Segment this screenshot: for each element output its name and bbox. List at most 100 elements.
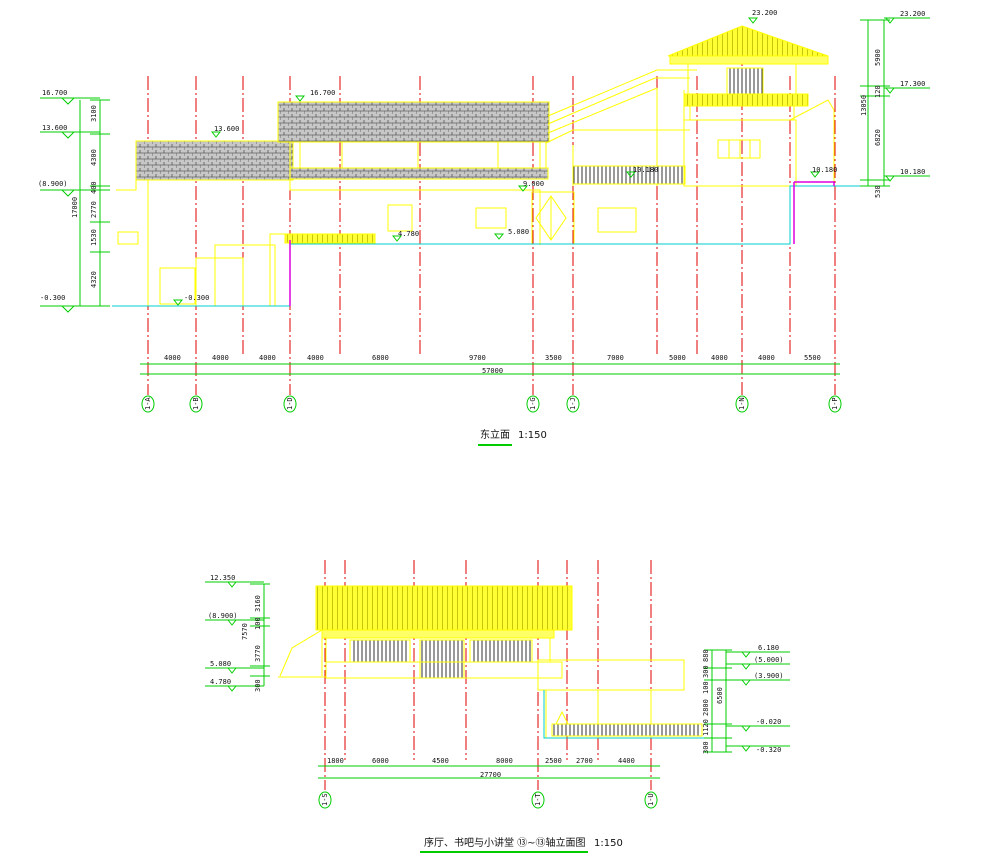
dim-3100: 3100 <box>90 105 98 122</box>
axis-bubbles-2 <box>318 791 658 809</box>
bay-dim-12: 5500 <box>804 354 821 362</box>
relev-17300: 17.300 <box>900 80 925 88</box>
bay-dim-total: 57000 <box>482 367 503 375</box>
left-elevation-markers <box>40 97 100 313</box>
bay-dim-11: 4000 <box>758 354 775 362</box>
bay2-dim-3: 4500 <box>432 757 449 765</box>
bay2-dim-4: 8000 <box>496 757 513 765</box>
rdim2-1120: 1120 <box>702 719 710 736</box>
dim-17000: 17000 <box>71 197 79 218</box>
lvl-16700: 16.700 <box>310 89 335 97</box>
ground-lines-2 <box>543 690 710 739</box>
elev2-8900: (8.900) <box>208 612 238 620</box>
rdim2-880: 880 <box>702 649 710 662</box>
bay2-dim-6: 2700 <box>576 757 593 765</box>
bay2-dim-1: 1800 <box>327 757 344 765</box>
rdim-13050: 13050 <box>860 95 868 116</box>
bay2-dim-5: 2500 <box>545 757 562 765</box>
drawing2-title: 序厅、书吧与小讲堂 ⑬~⑬轴立面图 <box>424 836 586 849</box>
lvl-4780: 4.780 <box>398 230 419 238</box>
elev2-4780: 4.780 <box>210 678 231 686</box>
elev2-5080: 5.080 <box>210 660 231 668</box>
axis-1G: 1-G <box>529 397 537 410</box>
stone-wall-left <box>135 101 550 181</box>
dim2-300: 300 <box>254 679 262 692</box>
rdim2-300b: 300 <box>702 741 710 754</box>
bay-dimension-texts-2: 1800 6000 4500 8000 2500 2700 4400 27700 <box>327 757 635 779</box>
axis-1T: 1-T <box>534 793 542 806</box>
bay-dim-4: 4000 <box>307 354 324 362</box>
bay-dim-6: 9700 <box>469 354 486 362</box>
inline-level-texts: 16.700 13.600 -0.300 4.780 5.080 9.000 1… <box>184 9 837 302</box>
dim-2770: 2770 <box>90 201 98 218</box>
pavilion-tower <box>667 25 835 187</box>
dim-4300: 4300 <box>90 149 98 166</box>
axis-1D: 1-D <box>286 397 294 410</box>
axis-1J: 1-J <box>569 397 577 410</box>
rdim-6820: 6820 <box>874 129 882 146</box>
axis-1U: 1-U <box>647 793 655 806</box>
lvl-10180-b: 10.180 <box>812 166 837 174</box>
relev2-3900: (3.900) <box>754 672 784 680</box>
drawing1-title: 东立面 <box>480 428 510 441</box>
lvl-neg-0300: -0.300 <box>184 294 209 302</box>
left-texts-2: 12.350 (8.900) 5.080 4.780 3160 100 7570… <box>208 574 262 692</box>
rdim-530: 530 <box>874 185 882 198</box>
inline-level-markers <box>172 17 821 306</box>
rdim-5900: 5900 <box>874 49 882 66</box>
yellow-wall-outlines <box>116 69 697 307</box>
axis-bubble-texts: 1-A 1-B 1-D 1-G 1-J 1-N 1-P <box>144 397 839 410</box>
hall-elevation: 12.350 (8.900) 5.080 4.780 3160 100 7570… <box>205 560 790 853</box>
east-elevation: 16.700 13.600 (8.900) -0.300 3100 4300 4… <box>38 9 930 446</box>
axis-1S: 1-S <box>321 793 329 806</box>
elev-neg-0300: -0.300 <box>40 294 65 302</box>
relev2-6180: 6.180 <box>758 644 779 652</box>
bay2-dim-7: 4400 <box>618 757 635 765</box>
rdim2-2800: 2800 <box>702 699 710 716</box>
bay-dim-7: 3500 <box>545 354 562 362</box>
elev-16700: 16.700 <box>42 89 67 97</box>
right-dimension-chain-2 <box>704 649 790 753</box>
rdim2-100: 100 <box>702 681 710 694</box>
right-elevation-texts: 23.200 17.300 10.180 5900 120 13050 6820… <box>860 10 925 198</box>
axis-bubbles <box>141 395 842 413</box>
axis-1A: 1-A <box>144 397 152 410</box>
dim-4320: 4320 <box>90 271 98 288</box>
dim2-3160: 3160 <box>254 595 262 612</box>
bay-dim-8: 7000 <box>607 354 624 362</box>
axis-bubble-texts-2: 1-S 1-T 1-U <box>321 793 655 806</box>
lvl-top-23200: 23.200 <box>752 9 777 17</box>
elev-13600: 13.600 <box>42 124 67 132</box>
axis-1P: 1-P <box>831 397 839 410</box>
dim-1530: 1530 <box>90 229 98 246</box>
axis-1N: 1-N <box>738 397 746 410</box>
hall-building <box>278 585 573 679</box>
bay-dimension-texts: 4000 4000 4000 4000 6800 9700 3500 7000 … <box>164 354 821 375</box>
bay-dim-9: 5000 <box>669 354 686 362</box>
bay2-dim-total: 27700 <box>480 771 501 779</box>
left-dim-texts: 3100 4300 400 2770 1530 4320 17000 <box>71 105 98 288</box>
bay-dim-2: 4000 <box>212 354 229 362</box>
lvl-9000: 9.000 <box>523 180 544 188</box>
relev-10180: 10.180 <box>900 168 925 176</box>
dim-400: 400 <box>90 181 98 194</box>
bay-dim-5: 6800 <box>372 354 389 362</box>
rdim-120: 120 <box>874 85 882 98</box>
left-dimension-chain <box>79 99 110 307</box>
lvl-5080: 5.080 <box>508 228 529 236</box>
bay2-dim-2: 6000 <box>372 757 389 765</box>
annex-building <box>537 659 703 738</box>
rdim2-300: 300 <box>702 665 710 678</box>
bay-dim-1: 4000 <box>164 354 181 362</box>
bay-dimension-chain <box>140 363 840 375</box>
ground-lines <box>112 185 860 307</box>
relev-23200: 23.200 <box>900 10 925 18</box>
bay-dimension-chain-2 <box>318 765 660 779</box>
dim2-3770: 3770 <box>254 645 262 662</box>
drawing1-scale: 1:150 <box>518 430 547 441</box>
magenta-lines <box>289 181 835 306</box>
elev2-12350: 12.350 <box>210 574 235 582</box>
lvl-10180-a: 10.180 <box>633 166 658 174</box>
drawing2-scale: 1:150 <box>594 838 623 849</box>
